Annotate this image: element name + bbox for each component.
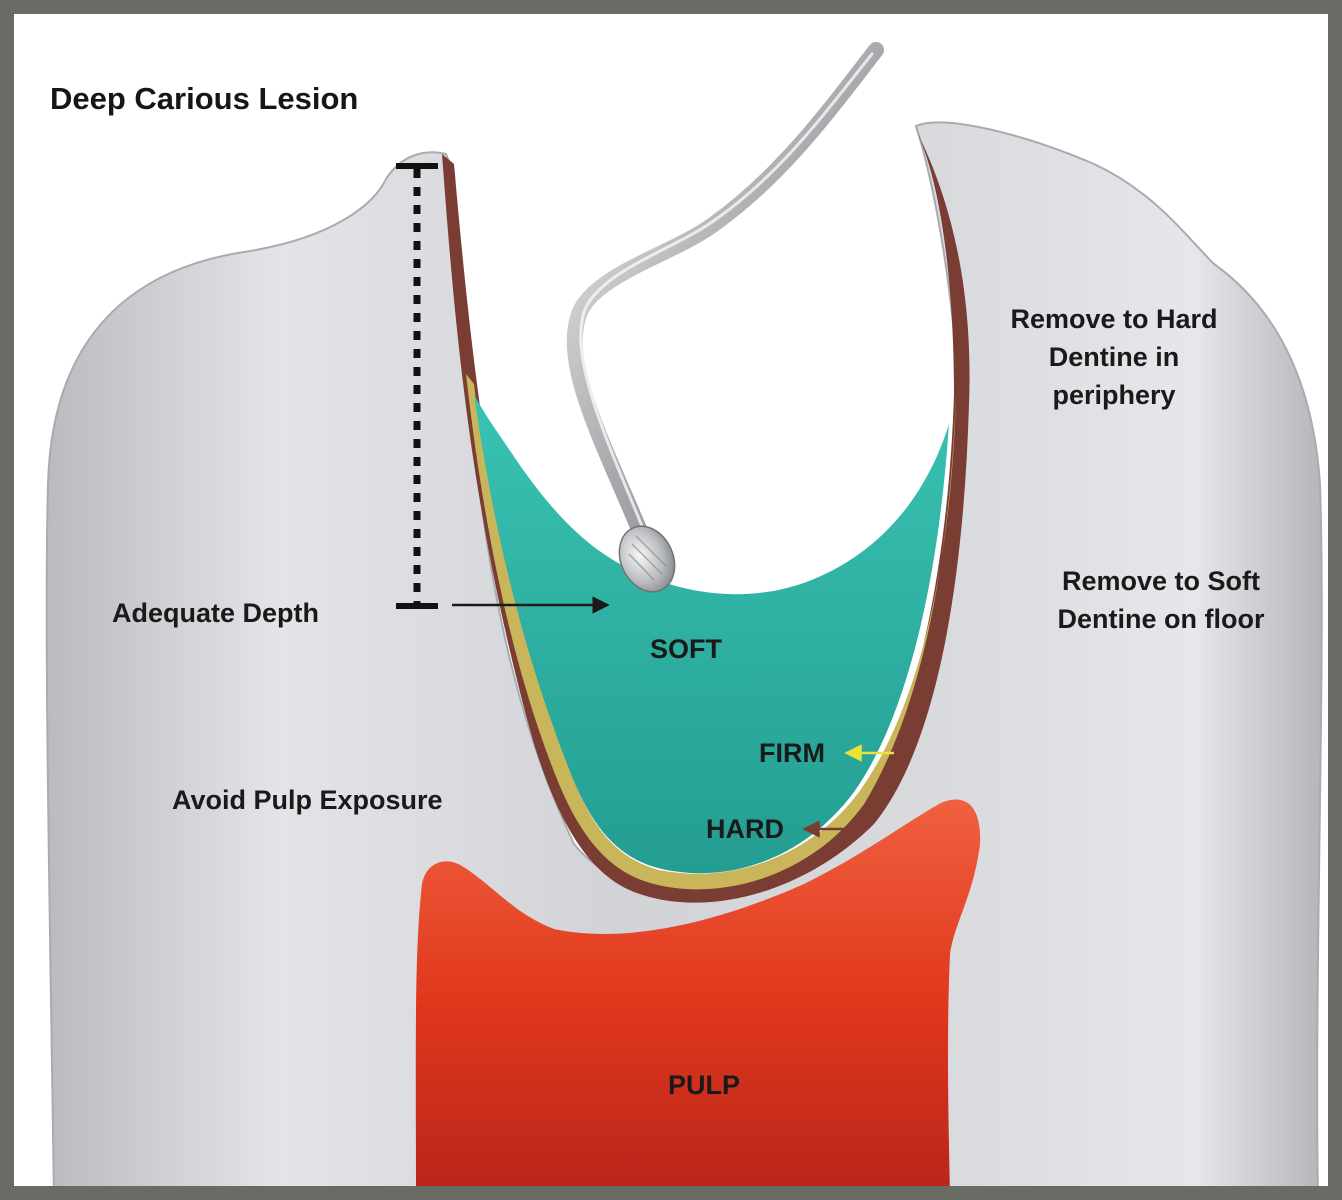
diagram-title: Deep Carious Lesion [50, 81, 359, 116]
soft-label: SOFT [650, 634, 722, 664]
pulp-label: PULP [668, 1070, 741, 1100]
excavator-instrument [566, 42, 884, 537]
avoid-pulp-label: Avoid Pulp Exposure [172, 785, 443, 815]
tooth-cross-section [45, 42, 1323, 1186]
soft-dentine-region [474, 394, 949, 874]
firm-label: FIRM [759, 738, 825, 768]
depth-indicator [396, 163, 438, 609]
adequate-depth-label: Adequate Depth [112, 598, 320, 628]
pulp-chamber [415, 799, 981, 1186]
remove-hard-label: Remove to Hard Dentine in periphery [1010, 304, 1218, 410]
hard-label: HARD [706, 814, 784, 844]
remove-soft-label: Remove to Soft Dentine on floor [1057, 566, 1265, 634]
